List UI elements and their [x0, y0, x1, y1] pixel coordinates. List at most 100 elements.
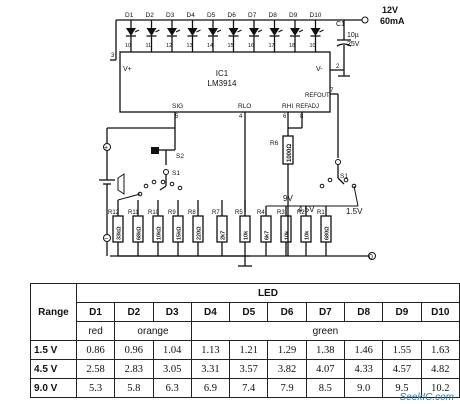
threshold-cell: 1.21 [229, 340, 269, 360]
switch-contact [169, 181, 175, 187]
cap-voltage: 25V [347, 41, 360, 48]
cap-ref: C1 [336, 21, 345, 28]
threshold-cell: 1.04 [152, 340, 192, 360]
range-header: Range [30, 283, 77, 341]
threshold-cell: 4.57 [382, 359, 422, 379]
led-pin: 17 [269, 43, 275, 49]
led-label: D4 [187, 12, 196, 19]
threshold-cell: 3.82 [267, 359, 307, 379]
circuit-schematic: D110D211D312D413D514D615D716D817D918D101… [99, 5, 405, 267]
column-d2: D2 [114, 302, 154, 322]
threshold-cell: 4.07 [305, 359, 345, 379]
column-d3: D3 [152, 302, 192, 322]
led-bar: D110D211D312D413D514D615D716D817D918D101… [125, 12, 324, 52]
r6-value: 1000Ω [287, 144, 293, 162]
threshold-cell: 2.58 [75, 359, 116, 379]
threshold-cell: 6.3 [152, 378, 192, 398]
resistor-value: 220Ω [197, 226, 203, 240]
color-red: red [75, 321, 116, 341]
resistor-ref: R12 [108, 210, 120, 216]
switch-contact [343, 177, 349, 183]
switch-contact [177, 185, 183, 191]
led-color-row: red orange green [31, 321, 460, 341]
resistor-value: 6k7 [265, 231, 271, 240]
led-pin: 10 [310, 43, 316, 49]
ic-part: LM3914 [208, 79, 237, 88]
pin-vplus: V+ [123, 66, 132, 73]
resistor-value: 10kΩ [157, 226, 163, 240]
output-label: 0 [369, 254, 373, 261]
ic1-body [119, 51, 331, 113]
switch-contact [151, 179, 157, 185]
threshold-cell: 0.86 [75, 340, 116, 360]
column-d8: D8 [343, 302, 384, 322]
led-pin: 14 [207, 43, 213, 49]
output-terminal [368, 252, 376, 260]
led-pin: 15 [228, 43, 234, 49]
range-switch-contacts [137, 179, 183, 197]
led-label: D9 [289, 12, 298, 19]
r6-ref: R6 [270, 140, 279, 147]
resistor-value: 68kΩ [137, 226, 143, 240]
switch-contact [319, 183, 325, 189]
threshold-cell: 8.5 [305, 378, 345, 398]
led-label: D1 [125, 12, 134, 19]
resistor-value: 2k7 [221, 231, 227, 240]
threshold-cell: 10.2 [420, 378, 460, 398]
svg-text:4: 4 [239, 114, 243, 120]
led-label: D7 [248, 12, 257, 19]
threshold-cell: 1.46 [343, 340, 384, 360]
svg-text:7: 7 [330, 88, 334, 94]
led-pin: 16 [248, 43, 254, 49]
threshold-cell: 5.8 [114, 378, 154, 398]
switch-contact [160, 179, 166, 185]
watermark: SeekIC.com [399, 392, 454, 403]
color-orange: orange [114, 321, 192, 341]
led-label: D3 [166, 12, 175, 19]
pin-rhi: RHI [282, 103, 293, 110]
resistor-value: 15kΩ [177, 226, 183, 240]
threshold-cell: 2.83 [114, 359, 154, 379]
threshold-cell: 3.57 [229, 359, 269, 379]
led-d5: D5 14 [207, 12, 222, 52]
led-d7: D7 16 [248, 12, 263, 52]
threshold-cell: 7.9 [267, 378, 307, 398]
supply-current: 60mA [380, 16, 405, 26]
switch-contact [143, 183, 149, 189]
led-label: D5 [207, 12, 216, 19]
led-label: D2 [146, 12, 155, 19]
switch-s1-left: S1 [172, 170, 180, 177]
threshold-cell: 5.3 [75, 378, 116, 398]
column-d7: D7 [305, 302, 345, 322]
column-d5: D5 [229, 302, 269, 322]
resistor-value: 10k [244, 230, 250, 240]
range-switch-right-contacts [319, 177, 357, 189]
color-green: green [190, 321, 460, 341]
svg-text:−: − [104, 236, 108, 243]
range-cell: 4.5 V [30, 359, 77, 379]
led-label: D8 [269, 12, 278, 19]
ic-ref: IC1 [216, 69, 229, 78]
threshold-cell: 3.31 [190, 359, 231, 379]
range-15v: 1.5V [346, 207, 363, 216]
cap-value: 10µ [347, 32, 359, 39]
threshold-cell: 1.55 [382, 340, 422, 360]
